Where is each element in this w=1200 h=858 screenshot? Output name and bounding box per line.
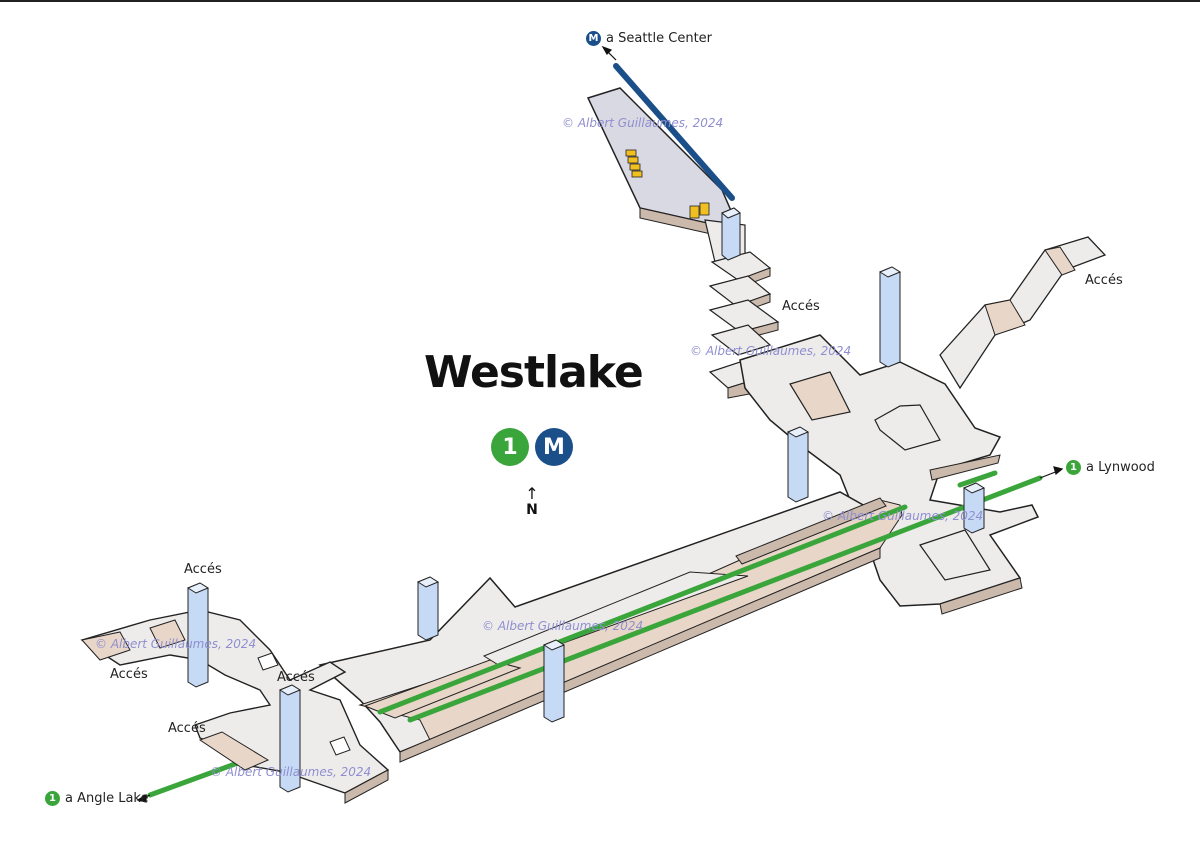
platform-edge-east [735, 497, 887, 565]
access-label: Accés [168, 721, 206, 736]
line-bullets: 1 M [491, 428, 573, 466]
elevator-3 [786, 426, 810, 503]
destination-angle-lake: 1 a Angle Lake [45, 791, 149, 806]
elevator-1 [721, 207, 741, 261]
elevator-8 [278, 684, 302, 793]
lower-opening [919, 529, 991, 581]
line-1-bullet-icon: 1 [45, 791, 60, 806]
destination-label: a Lynwood [1086, 460, 1155, 475]
north-label: N [526, 502, 538, 518]
north-arrow-icon: ↑ [525, 484, 539, 503]
monorail-platform [586, 63, 735, 237]
destination-label: a Seattle Center [606, 31, 713, 46]
elevator-2 [878, 266, 902, 368]
watermark: © Albert Guillaumes, 2024 [690, 344, 852, 358]
access-label: Accés [184, 562, 222, 577]
watermark: © Albert Guillaumes, 2024 [210, 765, 372, 779]
elevator-6 [542, 639, 566, 723]
destination-lynwood: 1 a Lynwood [1066, 460, 1155, 475]
watermark: © Albert Guillaumes, 2024 [482, 619, 644, 633]
elevator-7 [186, 582, 210, 688]
mezzanine [739, 334, 1040, 615]
line-1-bullet-icon: 1 [1066, 460, 1081, 475]
station-title: Westlake [424, 347, 644, 398]
monorail-platform-floor [586, 87, 733, 227]
elevator-5 [416, 576, 440, 641]
direction-arrows [136, 45, 1064, 803]
escalator-group [625, 149, 710, 219]
watermark: © Albert Guillaumes, 2024 [562, 116, 724, 130]
line-1-bullet-icon: 1 [491, 428, 529, 466]
destination-seattle-center: M a Seattle Center [586, 31, 712, 46]
monorail-track [613, 63, 735, 201]
access-label: Accés [1085, 273, 1123, 288]
watermark: © Albert Guillaumes, 2024 [822, 509, 984, 523]
mezzanine-edge-east [939, 577, 1023, 615]
access-label: Accés [782, 299, 820, 314]
destination-label: a Angle Lake [65, 791, 149, 806]
elevator-shafts [186, 207, 986, 793]
monorail-bullet-icon: M [586, 31, 601, 46]
access-label: Accés [110, 667, 148, 682]
elevator-4 [962, 482, 986, 534]
sw-access-area [80, 609, 390, 804]
mezzanine-edge-north [929, 454, 1001, 481]
mezzanine-void [789, 371, 851, 421]
ne-corridor [939, 236, 1107, 390]
north-indicator: ↑ N [522, 484, 542, 519]
platform-edge-south [399, 547, 881, 763]
monorail-bullet-icon: M [535, 428, 573, 466]
access-label: Accés [277, 670, 315, 685]
watermark: © Albert Guillaumes, 2024 [95, 637, 257, 651]
mezzanine-opening [874, 404, 941, 451]
